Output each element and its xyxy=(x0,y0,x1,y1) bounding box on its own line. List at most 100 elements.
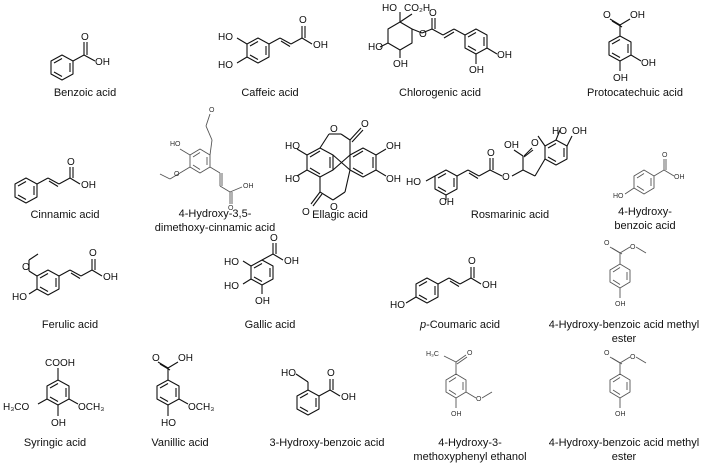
atom-label: HO xyxy=(224,281,239,292)
atom-label: OH xyxy=(641,58,656,69)
atom-label: OH xyxy=(243,183,254,190)
compound-name-ferulic-acid: Ferulic acid xyxy=(41,319,99,331)
atom-label: O xyxy=(299,15,307,26)
atom-label: OH xyxy=(497,50,512,61)
atom-label: O xyxy=(662,152,668,159)
atom-label: O xyxy=(174,171,180,178)
benzoic-acid-structure: O OH xyxy=(50,32,110,81)
atom-label: OH xyxy=(386,141,401,152)
atom-label: OH xyxy=(439,197,454,208)
ellagic-acid-structure: HO HO OH OH O O O O xyxy=(285,119,401,218)
atom-label: HO xyxy=(224,257,239,268)
acetovanillone-structure: H₃C O O OH xyxy=(426,350,493,418)
atom-label: OH xyxy=(469,65,484,76)
syringic-acid-structure: COOH H₃CO OCH₃ OH xyxy=(3,358,104,429)
methylparaben-structure: O O OH xyxy=(604,240,647,308)
atom-label: HO xyxy=(613,193,624,200)
atom-label: OH xyxy=(615,301,626,308)
atom-label: OH xyxy=(313,40,328,51)
compound-name-vanillic-acid: Vanillic acid xyxy=(151,437,209,449)
atom-label: OH xyxy=(674,174,685,181)
atom-label: HO xyxy=(12,292,27,303)
atom-label: OH xyxy=(572,126,587,137)
atom-label: HO xyxy=(552,126,567,137)
atom-label: OH xyxy=(51,418,66,429)
atom-label: CO₂H xyxy=(404,3,430,14)
svg-text:O: O xyxy=(81,32,89,43)
atom-label: HO xyxy=(218,32,233,43)
atom-label: O xyxy=(419,29,427,40)
3-hydroxybenzoic-acid-structure: HO OH O xyxy=(281,368,356,416)
compound-name-p-coumaric-acid: p-Coumaric acid xyxy=(405,318,515,332)
chlorogenic-acid-structure: HO CO₂H HO OH O O OH OH xyxy=(368,3,512,76)
compound-name-syringic-acid: Syringic acid xyxy=(23,437,87,449)
compound-name-4-hydroxybenzoic-acid: 4-Hydroxy- benzoic acid xyxy=(614,206,676,232)
atom-label: O xyxy=(228,205,234,212)
atom-label: O xyxy=(67,157,75,168)
atom-label: O xyxy=(330,202,338,213)
atom-label: OH xyxy=(613,73,628,84)
compound-name-protocatechuic-acid: Protocatechuic acid xyxy=(587,87,683,99)
atom-label: HO xyxy=(285,141,300,152)
atom-label: O xyxy=(531,138,539,149)
atom-label: COOH xyxy=(45,358,75,369)
atom-label: HO xyxy=(368,42,383,53)
atom-label: OH xyxy=(504,140,519,151)
atom-label: OH xyxy=(341,392,356,403)
atom-label: OH xyxy=(615,411,626,418)
atom-label: O xyxy=(630,244,636,251)
atom-label: OH xyxy=(255,296,270,307)
atom-label: O xyxy=(476,396,482,403)
gallic-acid-structure: HO HO OH OH O xyxy=(224,233,299,307)
italic-prefix: p xyxy=(419,319,427,331)
atom-label: O xyxy=(604,350,610,357)
atom-label: OH xyxy=(95,57,110,68)
atom-label: OH xyxy=(81,180,96,191)
4-hydroxybenzoic-acid-structure: HO OH O xyxy=(613,152,685,200)
atom-label: OH xyxy=(284,256,299,267)
atom-label: O xyxy=(502,172,510,183)
atom-label: H₃C xyxy=(426,351,439,358)
compound-name-3-hydroxybenzoic-acid: 3-Hydroxy-benzoic acid xyxy=(269,437,385,449)
atom-label: HO xyxy=(281,368,296,379)
atom-label: H₃CO xyxy=(3,402,30,413)
compound-name-chlorogenic-acid: Chlorogenic acid xyxy=(399,87,481,99)
compound-name-acetovanillone: 4-Hydroxy-3- methoxyphenyl ethanol xyxy=(413,437,527,463)
atom-label: O xyxy=(429,8,437,19)
atom-label: OH xyxy=(630,10,645,21)
methylparaben-structure-2: O O OH xyxy=(604,350,647,418)
rosmarinic-acid-structure: HO OH O OH HO OH O O xyxy=(406,126,587,208)
cinnamic-acid-structure: OH O xyxy=(14,157,96,204)
atom-label: O xyxy=(330,124,338,135)
sinapic-acid-structure: HO O O OH O xyxy=(159,107,254,212)
atom-label: O xyxy=(603,10,611,21)
atom-label: O xyxy=(22,262,30,273)
compound-name-cinnamic-acid: Cinnamic acid xyxy=(30,209,100,221)
atom-label: HO xyxy=(218,60,233,71)
atom-label: O xyxy=(327,368,335,379)
atom-label: OH xyxy=(178,353,193,364)
atom-label: HO xyxy=(406,177,421,188)
atom-label: O xyxy=(487,148,495,159)
compound-name-caffeic-acid: Caffeic acid xyxy=(241,87,299,99)
atom-label: OCH₃ xyxy=(188,402,214,413)
atom-label: OH xyxy=(482,280,497,291)
compound-name-rosmarinic-acid: Rosmarinic acid xyxy=(470,209,550,221)
protocatechuic-acid-structure: OH O OH OH xyxy=(603,10,656,84)
atom-label: HO xyxy=(161,418,176,429)
compound-name-methylparaben-1: 4-Hydroxy-benzoic acid methyl ester xyxy=(548,319,700,345)
atom-label: OH xyxy=(393,59,408,70)
compound-name-methylparaben-2: 4-Hydroxy-benzoic acid methyl ester xyxy=(548,437,700,463)
name-rest: -Coumaric acid xyxy=(426,319,501,331)
compound-name-ellagic-acid: Ellagic acid xyxy=(312,209,368,221)
atom-label: O xyxy=(604,240,610,247)
atom-label: O xyxy=(270,233,278,244)
atom-label: O xyxy=(630,354,636,361)
atom-label: OH xyxy=(103,272,118,283)
atom-label: O xyxy=(467,350,473,357)
atom-label: O xyxy=(89,248,97,259)
atom-label: O xyxy=(302,207,310,218)
atom-label: O xyxy=(152,353,160,364)
atom-label: OH xyxy=(451,411,462,418)
